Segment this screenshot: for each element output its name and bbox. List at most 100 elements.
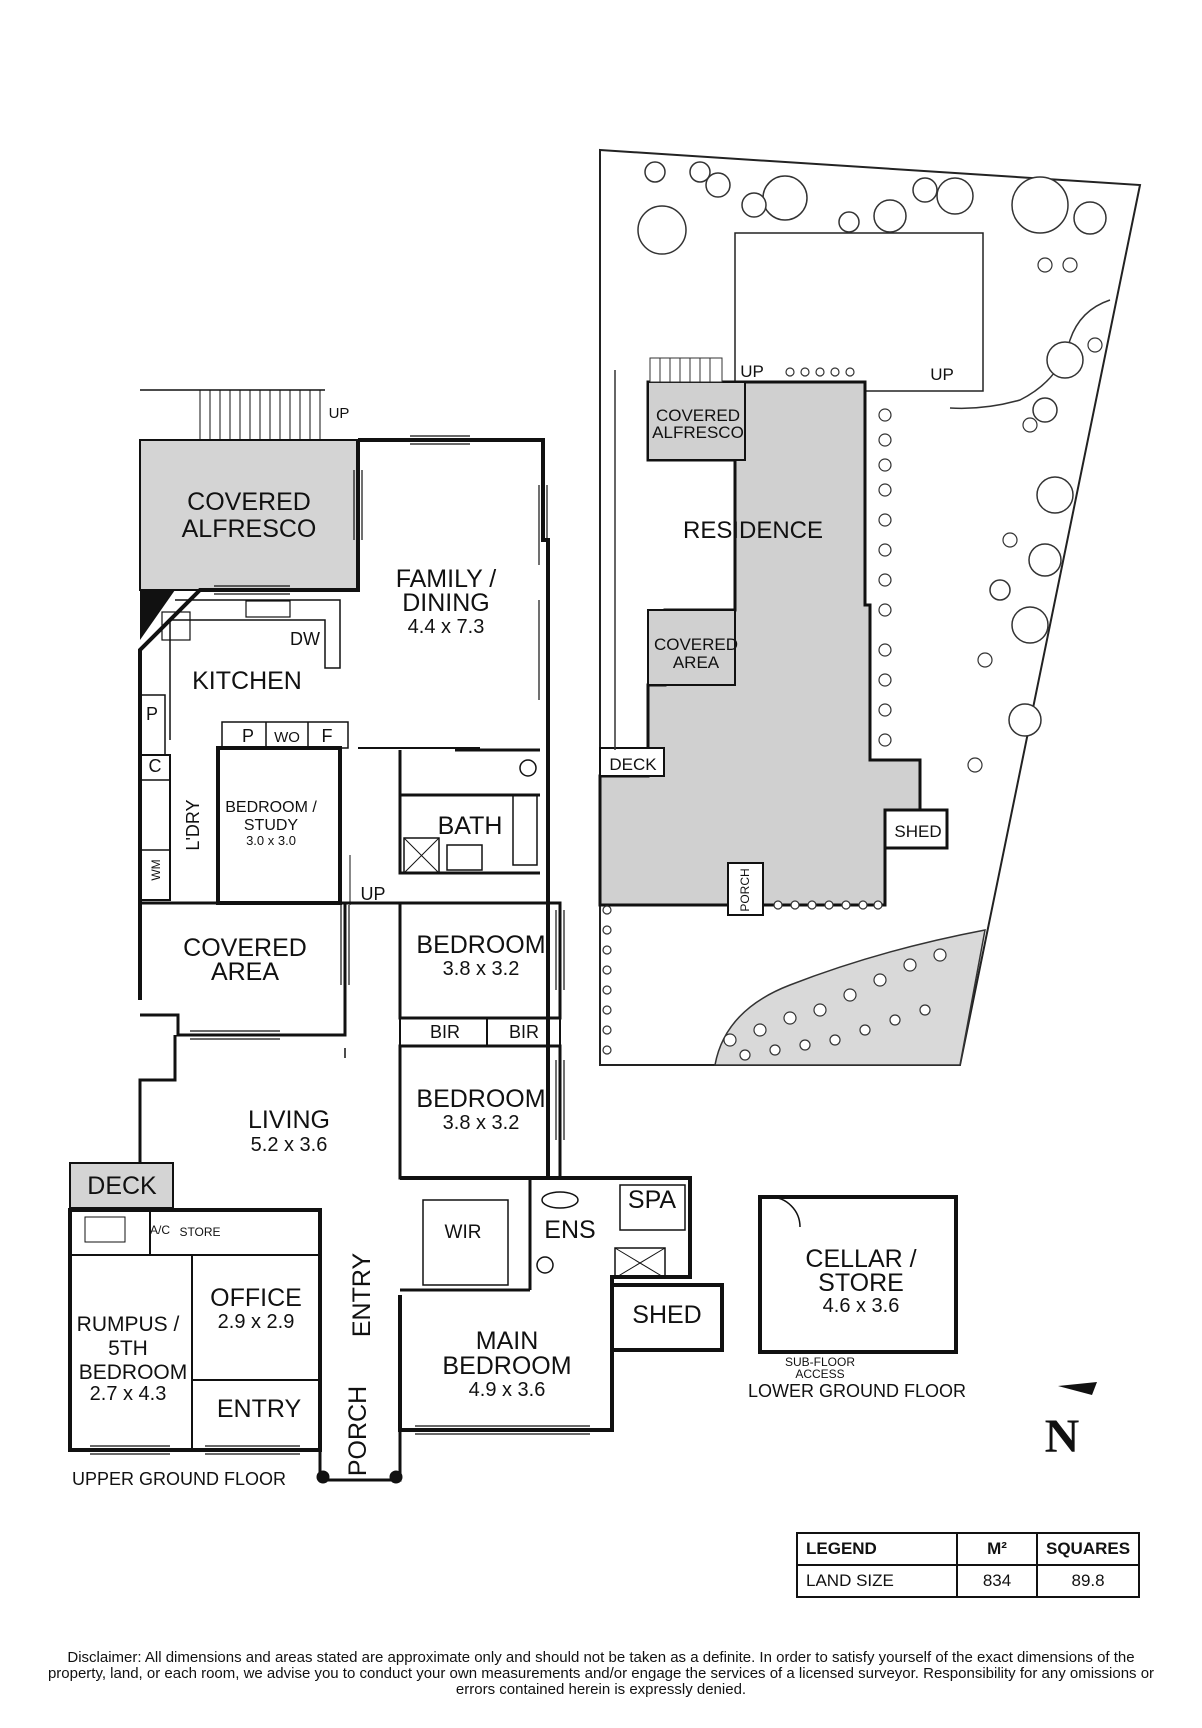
site-porch	[727, 862, 764, 916]
covered-area-line2: AREA	[211, 958, 279, 986]
north-point: N	[1045, 1382, 1097, 1463]
legend-header-m2: M²	[956, 1532, 1038, 1566]
shower-base	[403, 837, 440, 874]
site-covered-area-line1: COVERED	[654, 635, 738, 654]
site-garden-dots	[723, 948, 947, 1061]
spa-label: SPA	[628, 1186, 676, 1214]
living-west-wall	[138, 1035, 177, 1210]
office-dims: 2.9 x 2.9	[218, 1311, 295, 1333]
kitchen-label: KITCHEN	[192, 667, 302, 695]
residence-footprint	[598, 380, 922, 907]
robe-strip	[221, 721, 349, 749]
main-bedroom-line1: MAIN	[476, 1327, 539, 1355]
rumpus-dims: 2.7 x 4.3	[90, 1383, 167, 1405]
main-bedroom-line2: BEDROOM	[442, 1352, 571, 1380]
site-covered-alfresco-line2: ALFRESCO	[652, 423, 744, 442]
family-dining-line1: FAMILY /	[396, 565, 497, 593]
site-up-1: UP	[740, 362, 764, 381]
master-suite-walls	[398, 1176, 692, 1432]
bedroom-a-dims: 3.8 x 3.2	[443, 958, 520, 980]
ac-label: A/C	[150, 1223, 170, 1237]
covered-alfresco-area	[139, 439, 359, 591]
wir-shelves	[422, 1199, 509, 1286]
legend-row-label: LAND SIZE	[796, 1564, 958, 1598]
legend-table: LEGEND M² SQUARES LAND SIZE 834 89.8	[796, 1532, 1141, 1598]
laundry-column	[139, 754, 171, 901]
ens-toilet	[536, 1256, 554, 1274]
ens-shower	[614, 1247, 666, 1279]
bath-vanity	[446, 844, 483, 871]
deck-label: DECK	[87, 1172, 157, 1200]
living-dims: 5.2 x 3.6	[251, 1134, 328, 1156]
rumpus-line2: 5TH	[108, 1337, 148, 1360]
access-line1: SUB-FLOOR	[785, 1355, 855, 1369]
porch-post-1	[316, 1470, 330, 1484]
site-up-2: UP	[930, 365, 954, 384]
kitchen-corner	[140, 590, 175, 640]
covered-alfresco-line1: COVERED	[187, 488, 311, 516]
bedroom-study-line1: BEDROOM /	[225, 799, 317, 816]
windows	[90, 435, 590, 1455]
kitchen-bench	[169, 599, 341, 740]
disclaimer-text: Disclaimer: All dimensions and areas sta…	[47, 1649, 1155, 1698]
legend-row: LAND SIZE 834 89.8	[796, 1564, 1141, 1598]
shed-label: SHED	[632, 1301, 701, 1329]
cupboard-label: C	[149, 756, 162, 776]
covered-alfresco-line2: ALFRESCO	[182, 515, 317, 543]
bath-label: BATH	[438, 812, 503, 840]
site-shed	[883, 808, 949, 850]
covered-area-line1: COVERED	[183, 934, 307, 962]
ens-label: ENS	[544, 1216, 595, 1244]
rumpus-line3: BEDROOM	[79, 1361, 188, 1384]
wm-label: WM	[149, 859, 163, 880]
outer-wall-east	[358, 438, 563, 1180]
shed-walls	[610, 1283, 724, 1352]
site-porch-label: PORCH	[738, 868, 752, 911]
legend-row-squares: 89.8	[1035, 1564, 1141, 1598]
bedroom-study-line2: STUDY	[244, 817, 299, 834]
site-covered-alfresco-line1: COVERED	[656, 406, 740, 425]
sink-icon	[245, 600, 291, 618]
store-label: STORE	[179, 1225, 220, 1239]
porch-post-2	[389, 1470, 403, 1484]
legend-header-label: LEGEND	[796, 1532, 958, 1566]
site-plan: COVERED ALFRESCO RESIDENCE COVERED AREA …	[598, 148, 1142, 1066]
fridge-label: F	[322, 726, 333, 746]
site-trees	[637, 161, 1107, 737]
pool-outline	[734, 232, 984, 392]
lower-floor-title: LOWER GROUND FLOOR	[748, 1381, 966, 1401]
office-label: OFFICE	[210, 1284, 302, 1312]
site-shed-label: SHED	[894, 822, 941, 841]
site-shrubs	[602, 257, 1103, 1055]
bathtub	[512, 794, 538, 866]
upper-floor-labels: COVERED ALFRESCO FAMILY / DINING 4.4 x 7…	[72, 405, 702, 1489]
pantry-label: P	[146, 704, 158, 724]
site-covered-area	[647, 609, 736, 686]
ens-basin	[541, 1191, 579, 1209]
legend-row-m2: 834	[956, 1564, 1038, 1598]
lower-floor: CELLAR / STORE 4.6 x 3.6 SUB-FLOOR ACCES…	[748, 1195, 966, 1401]
entry-side-label: ENTRY	[348, 1253, 376, 1338]
family-dining-dims: 4.4 x 7.3	[408, 616, 485, 638]
wc-toilet	[519, 759, 537, 777]
cooktop-icon	[161, 611, 191, 641]
dw-label: DW	[290, 629, 320, 649]
porch-label: PORCH	[344, 1386, 372, 1476]
main-bedroom-dims: 4.9 x 3.6	[469, 1379, 546, 1401]
north-label: N	[1045, 1410, 1080, 1463]
garden-path	[949, 299, 1111, 410]
cellar-door-swing	[769, 1196, 801, 1228]
alfresco-stairs	[140, 389, 325, 440]
bir-1-label: BIR	[430, 1022, 460, 1042]
site-steps	[649, 357, 723, 383]
wir-label: WIR	[445, 1222, 482, 1243]
upper-floor	[68, 389, 724, 1484]
bath-walls	[398, 748, 540, 875]
up-alfresco-label: UP	[329, 405, 350, 422]
site-deck-label: DECK	[609, 755, 657, 774]
wo-label: WO	[274, 729, 300, 746]
cellar-line1: CELLAR /	[805, 1245, 916, 1273]
legend-header-squares: SQUARES	[1035, 1532, 1141, 1566]
bir-2-label: BIR	[509, 1022, 539, 1042]
